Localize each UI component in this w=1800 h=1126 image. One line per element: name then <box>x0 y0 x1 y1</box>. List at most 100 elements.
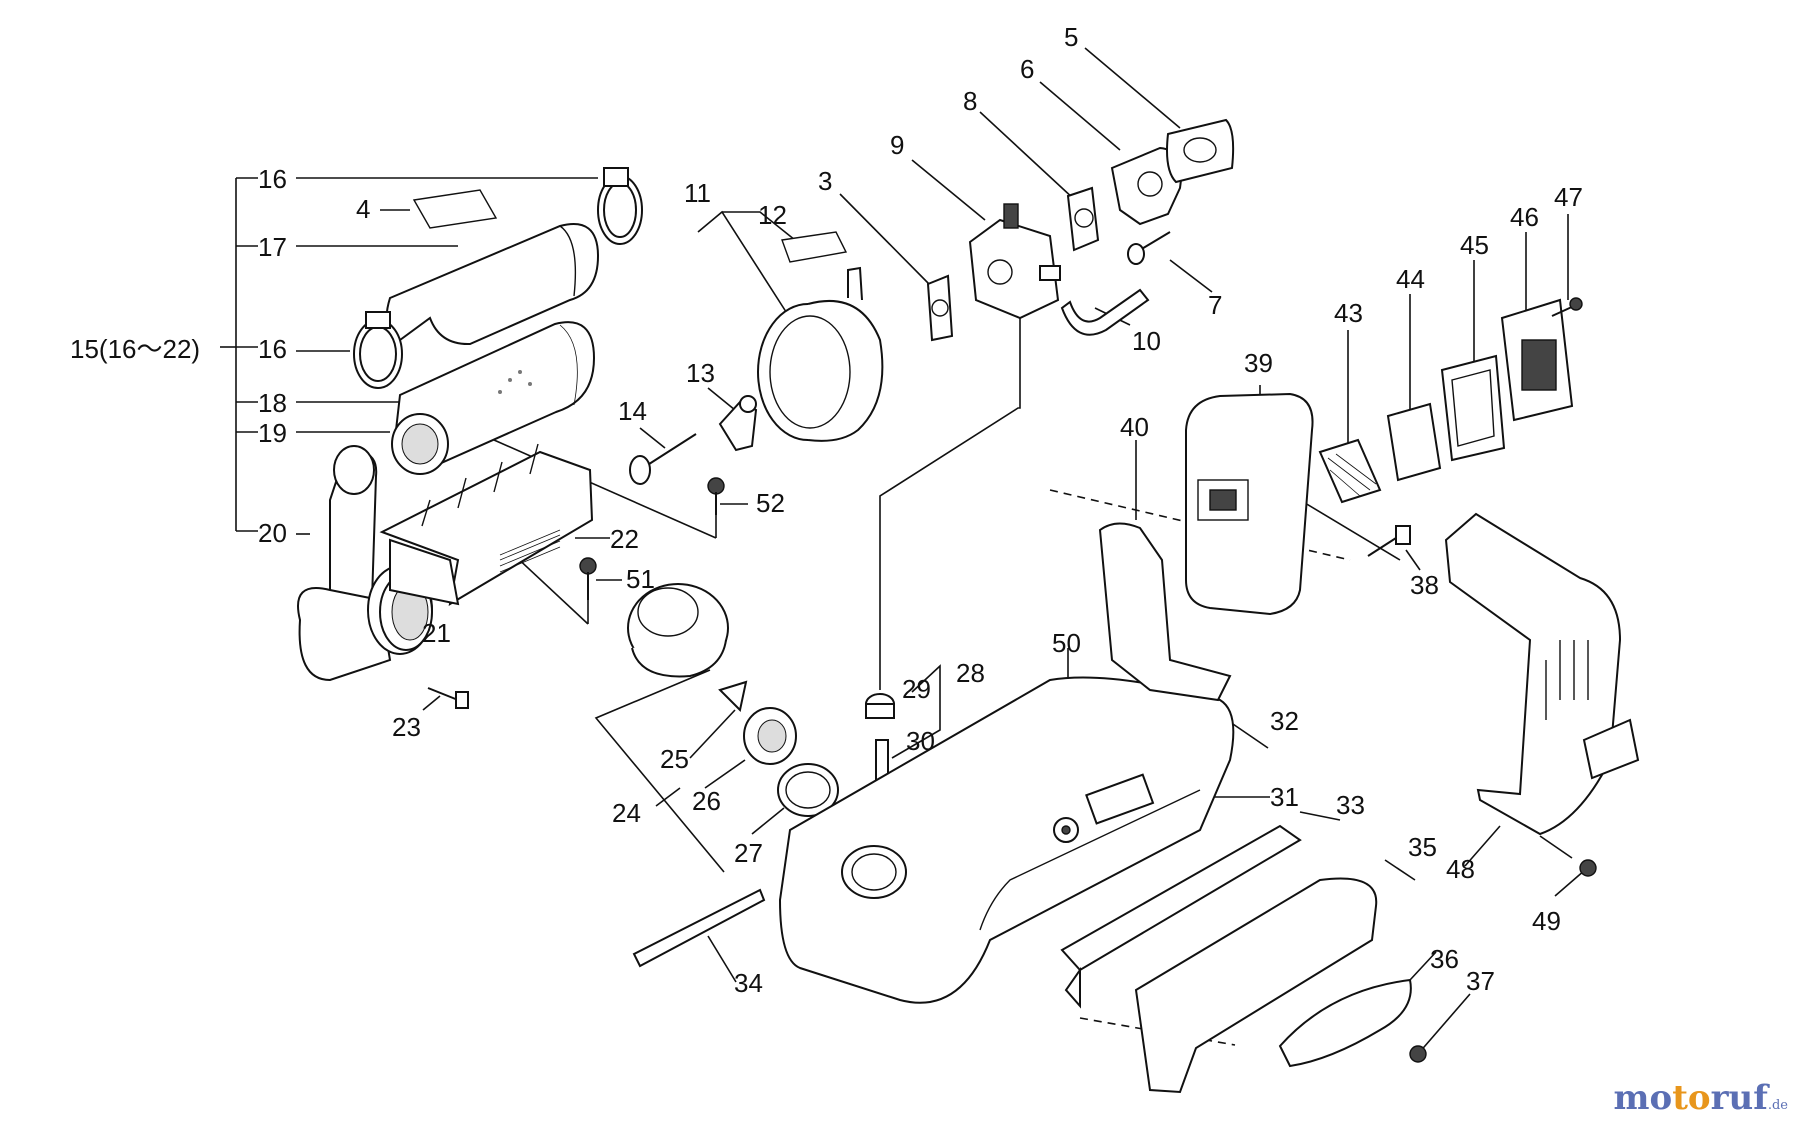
part-carburetor-9 <box>968 203 1061 320</box>
part-screw-37 <box>1409 1045 1427 1063</box>
part-plug-29 <box>865 693 895 719</box>
callout-15: 15(16〜22) <box>70 334 200 364</box>
part-cover-11 <box>757 266 884 442</box>
part-insulator-6 <box>1110 146 1182 226</box>
callout-38: 38 <box>1410 570 1439 600</box>
part-gasket-45 <box>1440 354 1506 462</box>
callout-31: 31 <box>1270 782 1299 812</box>
part-bolt-14 <box>629 433 697 485</box>
callout-36: 36 <box>1430 944 1459 974</box>
part-inner-19 <box>391 413 449 475</box>
callout-4: 4 <box>356 194 370 224</box>
callout-50: 50 <box>1052 628 1081 658</box>
callout-29: 29 <box>902 674 931 704</box>
part-screen-43 <box>1318 438 1382 504</box>
part-clamp-16-mid <box>353 311 403 389</box>
callout-52: 52 <box>756 488 785 518</box>
part-elbow-20 <box>297 445 392 682</box>
callout-labels: 5 6 8 9 3 11 12 16 4 17 15(16〜22) 16 18 … <box>70 22 1583 998</box>
callout-14: 14 <box>618 396 647 426</box>
part-plate-46 <box>1500 298 1574 422</box>
callout-3: 3 <box>818 166 832 196</box>
callout-46: 46 <box>1510 202 1539 232</box>
callout-48: 48 <box>1446 854 1475 884</box>
motoruf-watermark-logo: motoruf.de <box>1614 1078 1788 1118</box>
part-channel-33 <box>1060 824 1302 1009</box>
callout-20: 20 <box>258 518 287 548</box>
callout-30: 30 <box>906 726 935 756</box>
part-clamp-13 <box>718 395 758 452</box>
part-bolt-23 <box>427 687 469 709</box>
part-screw-52 <box>707 477 725 515</box>
callout-16-top: 16 <box>258 164 287 194</box>
part-screw-49 <box>1579 859 1597 877</box>
callout-44: 44 <box>1396 264 1425 294</box>
part-cover-40 <box>1098 522 1232 702</box>
callout-16-mid: 16 <box>258 334 287 364</box>
callout-11: 11 <box>684 178 711 208</box>
watermark-part-3: ruf <box>1710 1078 1768 1118</box>
part-pad-36 <box>1278 978 1412 1068</box>
callout-18: 18 <box>258 388 287 418</box>
part-clamp-16-top <box>597 167 643 245</box>
part-strainer-25 <box>718 680 748 713</box>
callout-28: 28 <box>956 658 985 688</box>
part-protector-48 <box>1444 512 1640 836</box>
leader-lines <box>220 47 1586 1055</box>
part-hose-10 <box>1060 288 1150 336</box>
callout-35: 35 <box>1408 832 1437 862</box>
callout-27: 27 <box>734 838 763 868</box>
part-bolt-38 <box>1367 525 1411 557</box>
part-gasket-3 <box>926 274 954 342</box>
callout-37: 37 <box>1466 966 1495 996</box>
part-washer-50 <box>1053 817 1079 843</box>
callout-33: 33 <box>1336 790 1365 820</box>
part-gasket-5 <box>1166 118 1235 184</box>
part-tank-32 <box>778 676 1235 1004</box>
callout-51: 51 <box>626 564 655 594</box>
callout-5: 5 <box>1064 22 1078 52</box>
part-gasket-44 <box>1386 402 1442 482</box>
callout-26: 26 <box>692 786 721 816</box>
callout-13: 13 <box>686 358 715 388</box>
part-label-4 <box>412 189 498 229</box>
part-screw-47 <box>1551 297 1583 317</box>
callout-40: 40 <box>1120 412 1149 442</box>
callout-7: 7 <box>1208 290 1222 320</box>
callout-45: 45 <box>1460 230 1489 260</box>
callout-25: 25 <box>660 744 689 774</box>
part-strip-34 <box>632 888 766 968</box>
callout-9: 9 <box>890 130 904 160</box>
callout-22: 22 <box>610 524 639 554</box>
part-bolt-7 <box>1127 231 1171 265</box>
part-screw-51 <box>579 557 597 600</box>
callout-34: 34 <box>734 968 763 998</box>
part-packing-27 <box>777 763 839 817</box>
callout-6: 6 <box>1020 54 1034 84</box>
part-case-22 <box>379 443 594 606</box>
callout-49: 49 <box>1532 906 1561 936</box>
callout-23: 23 <box>392 712 421 742</box>
watermark-part-1: mo <box>1613 1078 1673 1118</box>
callout-24: 24 <box>612 798 641 828</box>
callout-21: 21 <box>422 618 451 648</box>
watermark-tld: .de <box>1767 1098 1788 1113</box>
callout-19: 19 <box>258 418 287 448</box>
part-muffler-39 <box>1185 392 1314 616</box>
part-filter-31 <box>1085 773 1155 825</box>
callout-39: 39 <box>1244 348 1273 378</box>
part-gasket-8 <box>1066 186 1100 252</box>
callout-12: 12 <box>758 200 787 230</box>
part-cap-seal-26 <box>743 707 797 765</box>
callout-17: 17 <box>258 232 287 262</box>
part-guard-35 <box>1134 877 1378 1094</box>
part-cover-17 <box>385 223 600 346</box>
callout-10: 10 <box>1132 326 1161 356</box>
watermark-part-2: to <box>1672 1078 1711 1118</box>
callout-43: 43 <box>1334 298 1363 328</box>
part-label-12 <box>781 231 848 263</box>
callout-32: 32 <box>1270 706 1299 736</box>
callout-8: 8 <box>963 86 977 116</box>
callout-47: 47 <box>1554 182 1583 212</box>
